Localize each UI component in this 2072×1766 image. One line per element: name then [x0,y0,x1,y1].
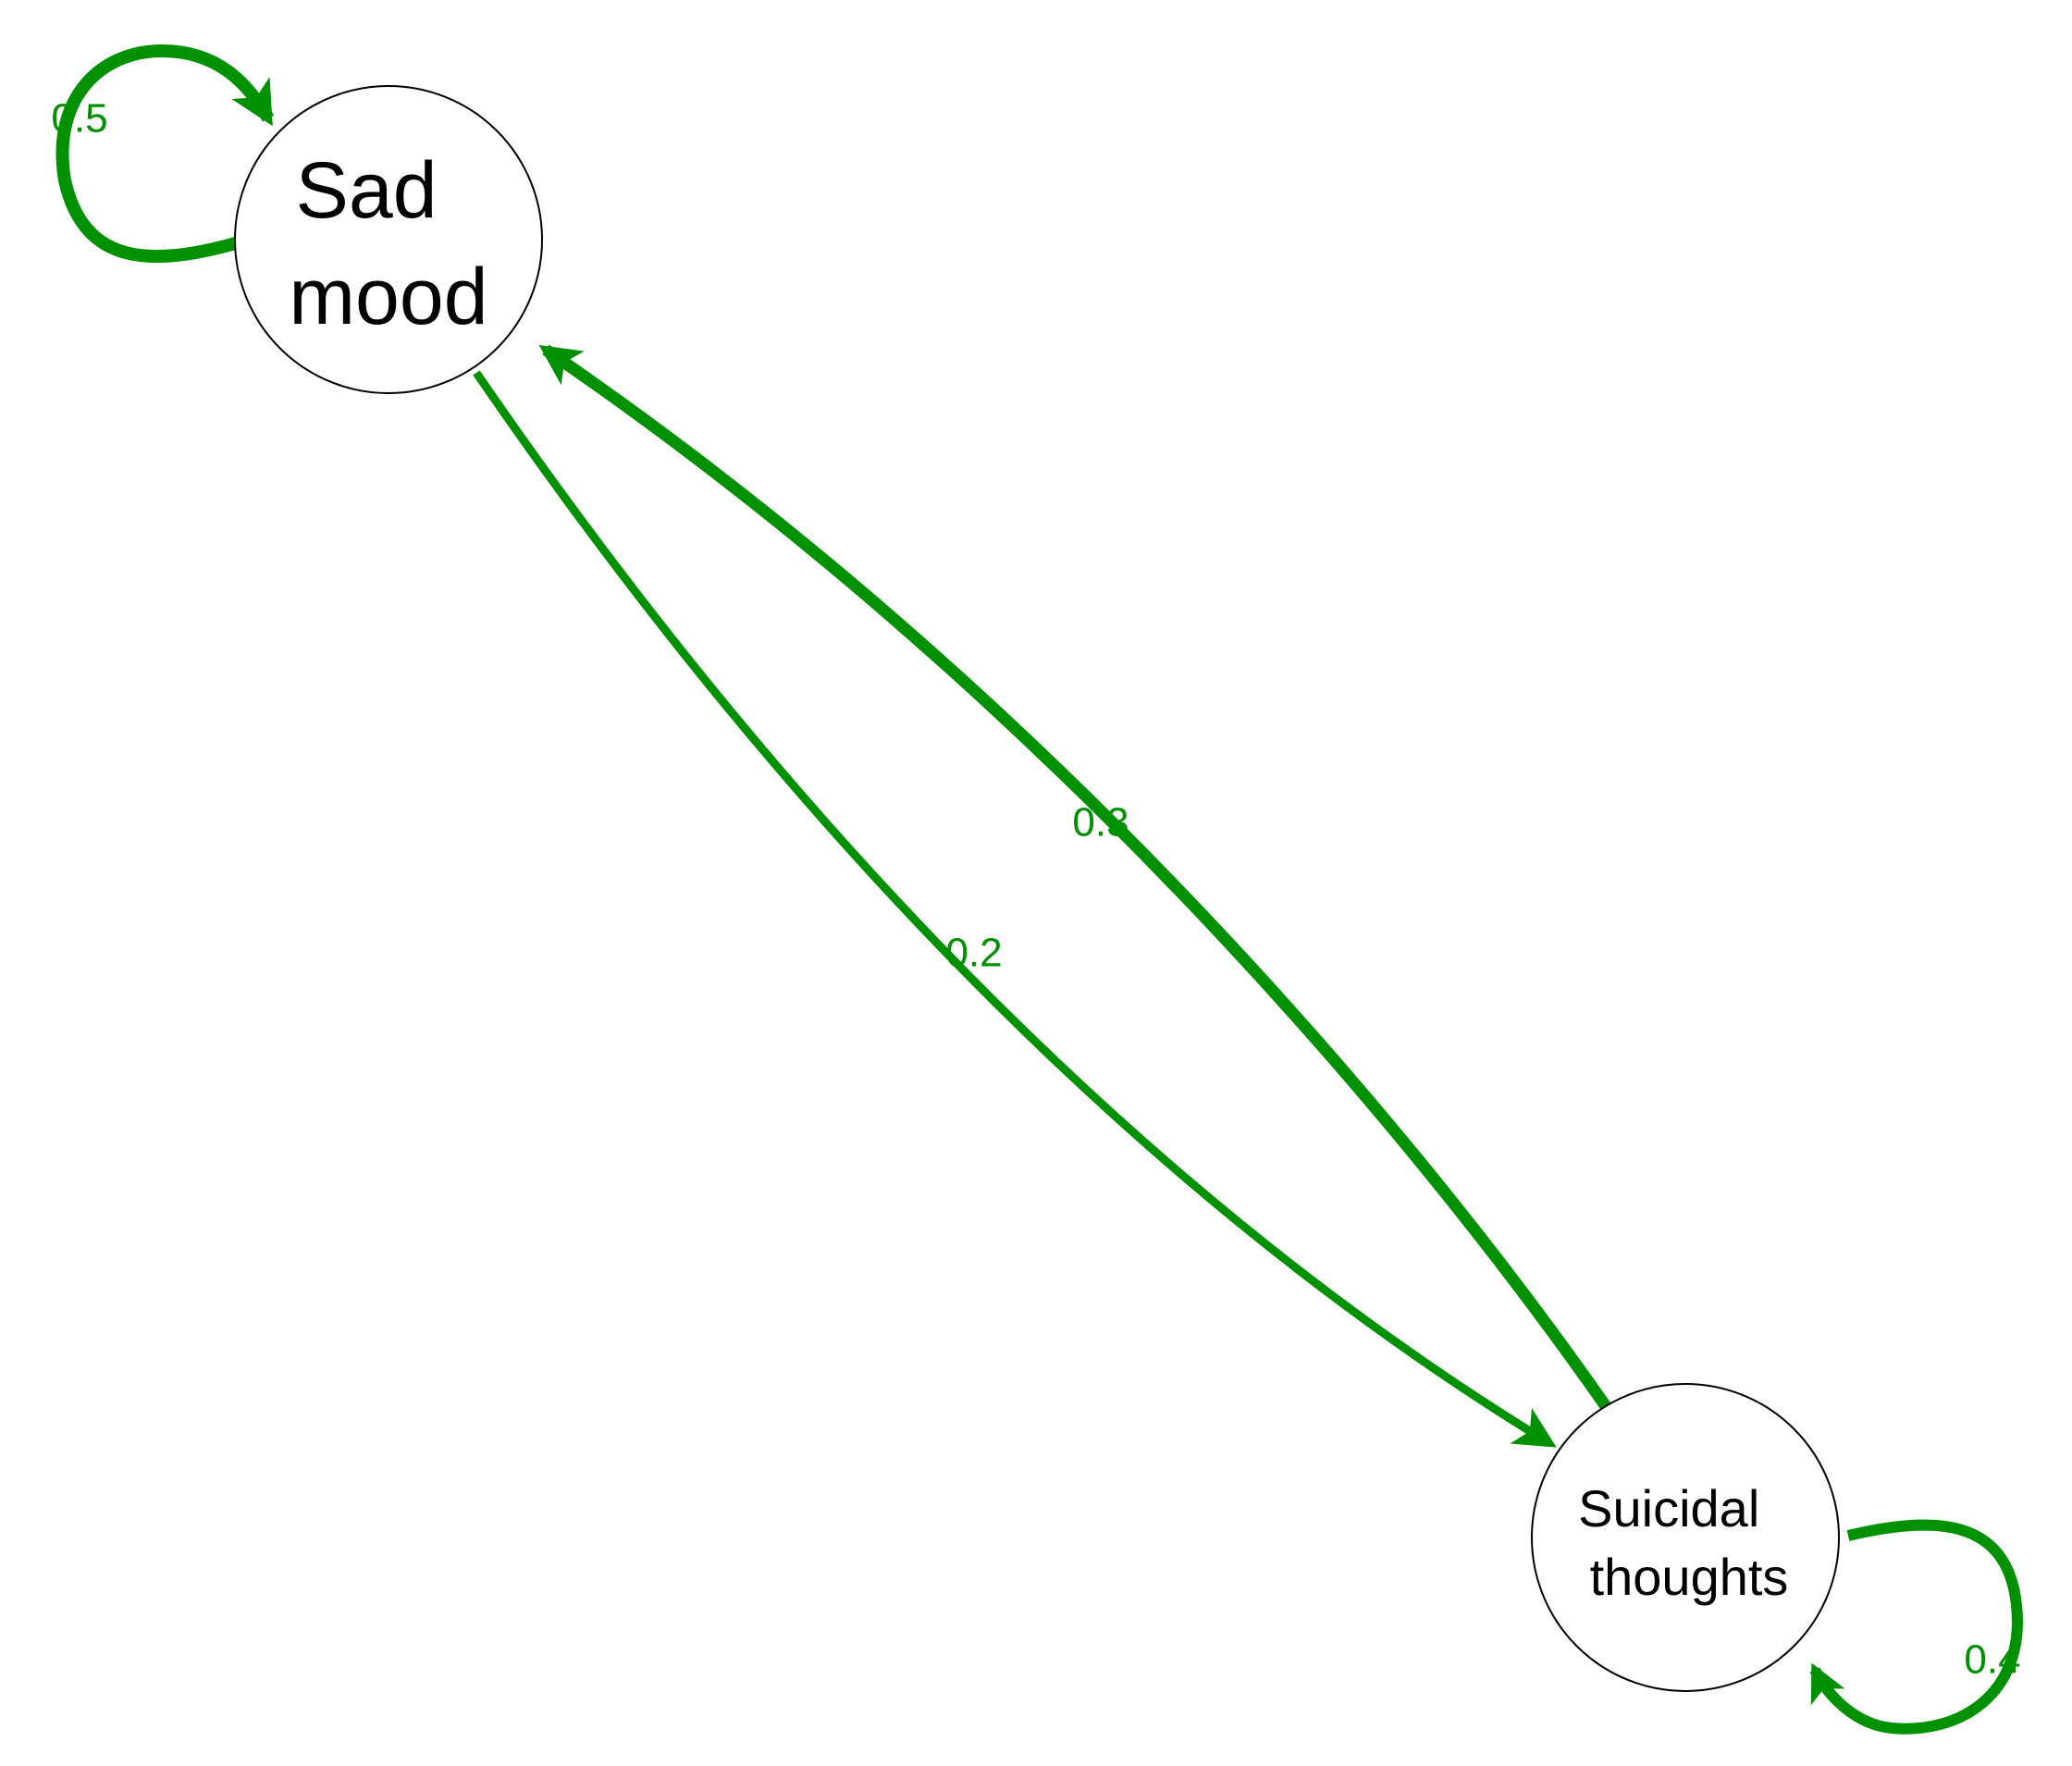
edge-labels-layer: 0.5 0.2 0.3 0.4 [51,96,2020,1683]
edge-sad-mood-to-suicidal-thoughts [473,370,1557,1448]
edge-suicidal-thoughts-to-sad-mood [538,344,1615,1415]
node-label-line: Sad [296,146,438,235]
node-sad-mood: Sad mood [234,85,543,394]
edge-label-suicidal-thoughts-to-sad-mood: 0.3 [1072,800,1128,846]
edge-suicidal-thoughts-self-loop [1809,1519,2023,1735]
edge-label-sad-mood-self-loop: 0.5 [51,96,107,142]
node-circle [234,85,543,394]
edge-label-sad-mood-to-suicidal-thoughts: 0.2 [945,931,1002,976]
edge-label-suicidal-thoughts-self-loop: 0.4 [1964,1637,2020,1683]
edges-layer [56,43,2023,1735]
node-label-line: mood [289,253,487,341]
node-label: Suicidal thoughts [1578,1479,1788,1606]
node-label-line: Suicidal [1578,1479,1759,1538]
edge-sad-mood-self-loop [56,43,275,264]
node-circle [1531,1383,1840,1692]
node-suicidal-thoughts: Suicidal thoughts [1531,1383,1840,1692]
node-label-line: thoughts [1590,1548,1789,1606]
node-label: Sad mood [289,146,487,341]
